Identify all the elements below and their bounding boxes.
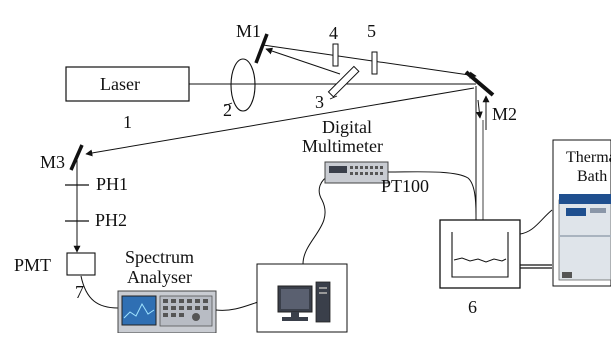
- computer: [256, 263, 348, 333]
- mirror-m2: [464, 70, 495, 97]
- cable-computer-multimeter: [302, 174, 331, 265]
- mirror-m1: [254, 33, 269, 64]
- beam-bath-down: [475, 99, 483, 119]
- label-7: 7: [75, 282, 84, 302]
- cable-analyser-computer: [215, 301, 259, 311]
- label-6: 6: [468, 297, 477, 317]
- tube-upper: [519, 209, 553, 235]
- m3-label: M3: [40, 152, 65, 172]
- beam-m2-to-m3: [85, 87, 475, 157]
- m2-label: M2: [492, 104, 517, 124]
- pmt-label: PMT: [14, 255, 51, 275]
- pt100-label: PT100: [381, 176, 429, 196]
- thermal-bath-unit: [558, 194, 611, 281]
- filter-4: [332, 43, 339, 67]
- label-3: 3: [315, 92, 324, 112]
- bath-label: Bath: [577, 168, 607, 185]
- beam-splitter-3: [327, 65, 360, 98]
- label-2: 2: [223, 100, 232, 120]
- ph2-label: PH2: [95, 210, 127, 230]
- analyser-label: Analyser: [127, 267, 192, 287]
- spectrum-analyser: [117, 290, 217, 334]
- digital-label: Digital: [322, 117, 372, 137]
- label-2-leader: [223, 102, 233, 107]
- cable-pmt-analyser: [80, 275, 119, 309]
- multimeter-label: Multimeter: [302, 136, 383, 156]
- cable-pt100: [387, 171, 477, 216]
- laser-label: Laser: [100, 74, 140, 94]
- label-3-leader: [329, 95, 338, 100]
- beam-bs-to-m1: [265, 47, 341, 75]
- sample-cell-inner: [451, 232, 509, 278]
- thermal-label: Thermal: [566, 149, 611, 166]
- label-1: 1: [123, 112, 132, 132]
- label-5: 5: [367, 21, 376, 41]
- pmt-box: [66, 252, 96, 276]
- m1-label: M1: [236, 21, 261, 41]
- lens-2: [230, 58, 256, 112]
- digital-multimeter: [324, 161, 389, 184]
- filter-5: [371, 51, 378, 75]
- label-4: 4: [329, 23, 338, 43]
- laser-box: [65, 66, 190, 102]
- liquid-surface: [453, 257, 507, 263]
- ph1-label: PH1: [96, 174, 128, 194]
- beam-m1-to-m2: [262, 44, 477, 79]
- spectrum-label: Spectrum: [125, 247, 194, 267]
- mirror-m3: [69, 144, 84, 171]
